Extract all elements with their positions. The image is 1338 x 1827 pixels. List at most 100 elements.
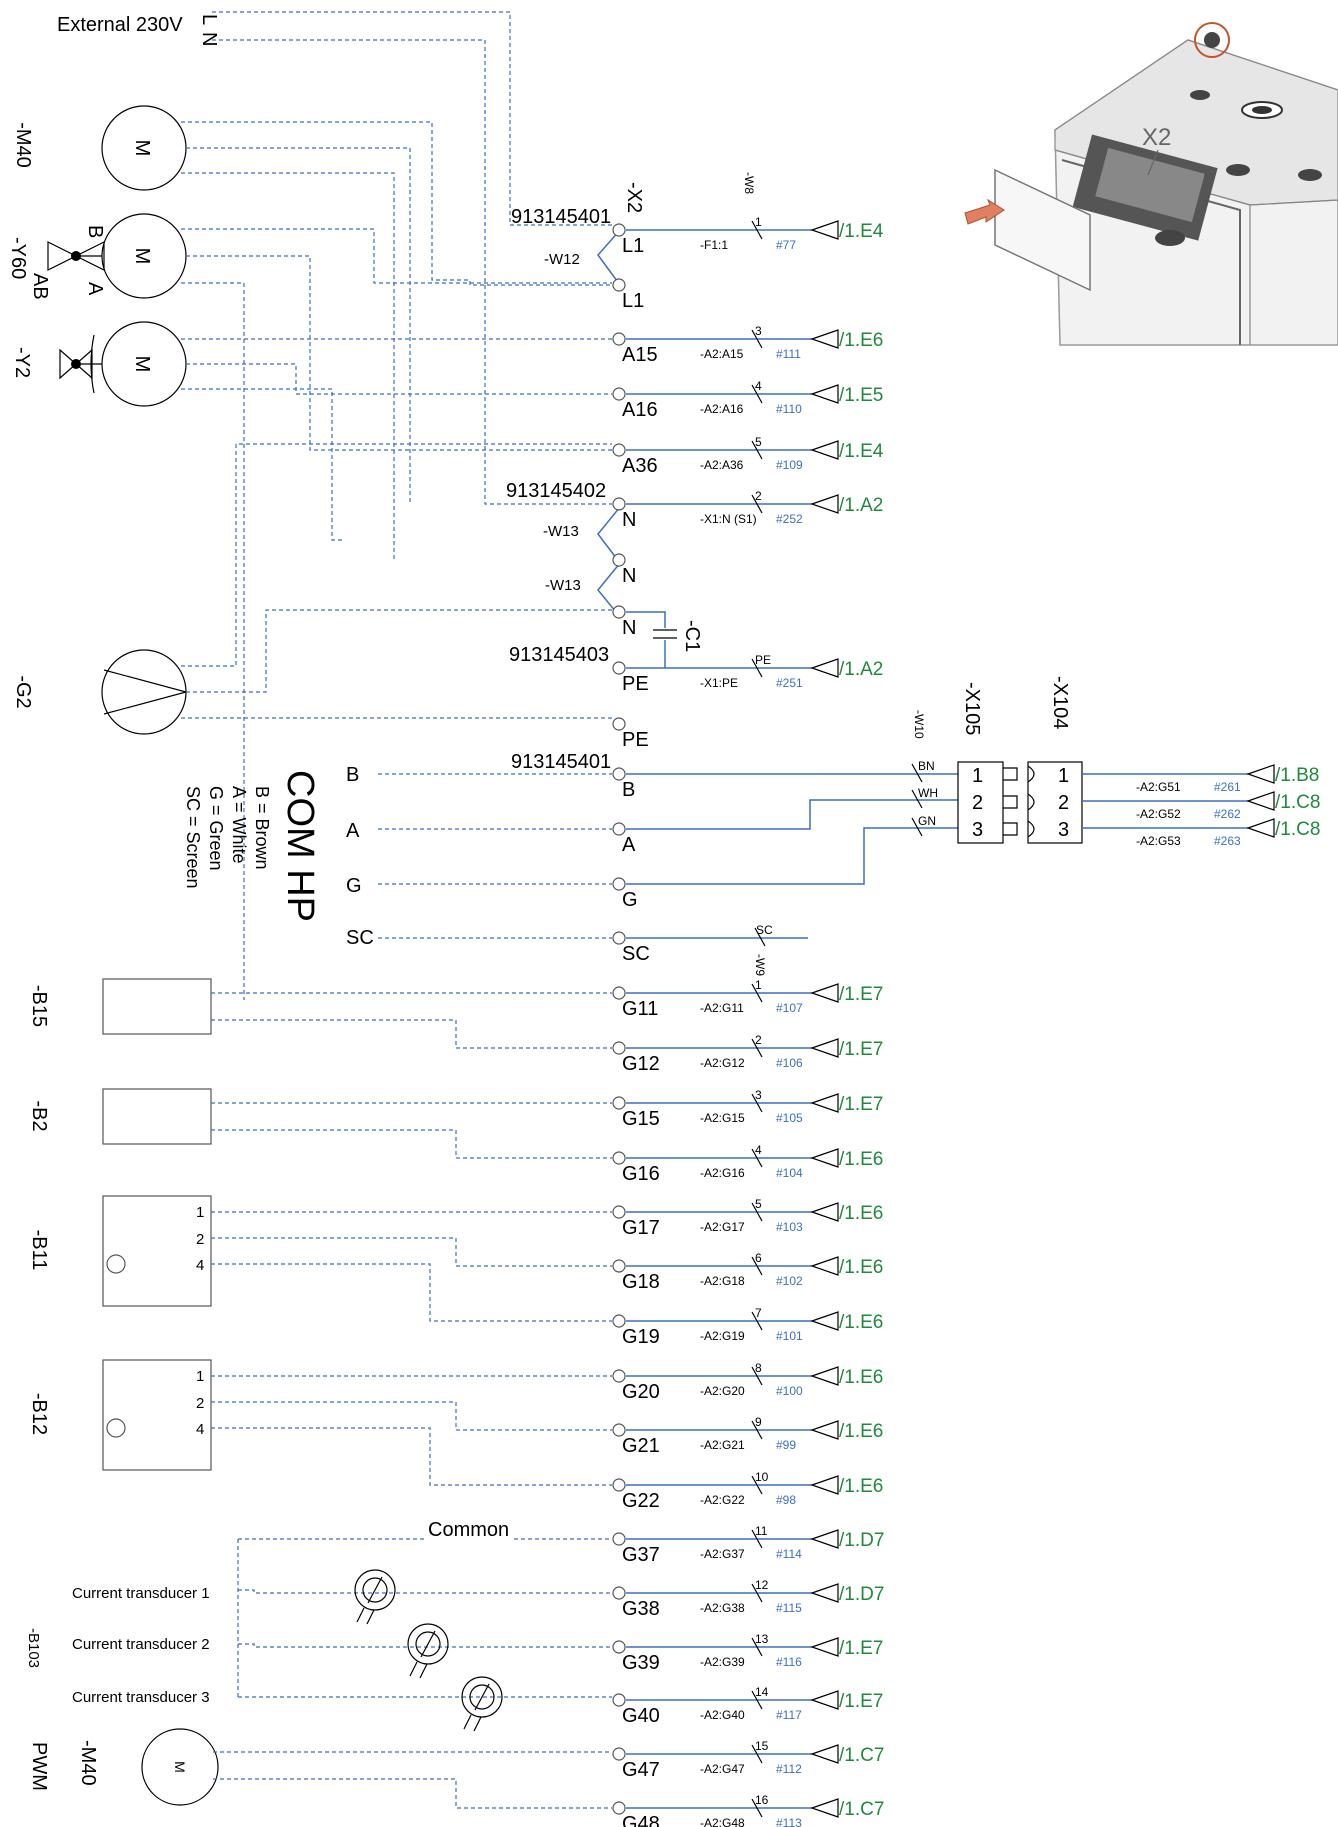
com-legend-sc: SC = Screen xyxy=(183,786,203,889)
terminal-circle xyxy=(612,1151,626,1165)
b11-sensor-dot xyxy=(106,1254,126,1274)
continuation-arrow xyxy=(810,494,839,514)
output-page-reference: /1.C8 xyxy=(1275,792,1320,813)
wire-number: 12 xyxy=(755,1578,769,1592)
wire-tick xyxy=(751,1256,763,1276)
b12-label: -B12 xyxy=(28,1393,50,1435)
wire-id: #101 xyxy=(776,1329,803,1343)
x105-pin-2: 2 xyxy=(972,792,983,814)
wire-tick xyxy=(751,1744,763,1764)
page-reference: /1.E7 xyxy=(839,1691,883,1712)
wire-tick xyxy=(751,384,763,404)
terminal-label: G15 xyxy=(622,1108,660,1130)
wire-tick xyxy=(751,1366,763,1386)
w13-jumper-1 xyxy=(597,506,621,564)
page-reference: /1.A2 xyxy=(839,495,883,516)
terminal-circle xyxy=(612,1586,626,1600)
wire-tag: -A2:G19 xyxy=(700,1329,745,1343)
output-tag: -A2:G52 xyxy=(1136,807,1181,821)
x104-connector xyxy=(1027,761,1083,844)
wire-tick xyxy=(751,1475,763,1495)
terminal-label: G38 xyxy=(622,1598,660,1620)
page-reference: /1.E4 xyxy=(839,441,884,462)
terminal-label: G47 xyxy=(622,1759,660,1781)
w9-label: -W9 xyxy=(753,954,767,976)
wire-tag: -A2:G38 xyxy=(700,1601,745,1615)
photo-x2-pointer xyxy=(1147,149,1159,176)
c1-label: -C1 xyxy=(681,620,703,652)
part-number-2: 913145402 xyxy=(506,480,606,502)
wire-number: PE xyxy=(755,653,771,667)
output-page-reference: /1.C8 xyxy=(1275,819,1320,840)
continuation-arrow xyxy=(810,440,839,460)
m40-pwm-motor-symbol xyxy=(141,1728,219,1806)
wire-tag: -A2:G47 xyxy=(700,1762,745,1776)
terminal-label: A16 xyxy=(622,399,658,421)
terminal-circle xyxy=(612,877,626,891)
continuation-arrow xyxy=(810,1202,839,1222)
page-reference: /1.E7 xyxy=(839,1039,883,1060)
wire-tag: -F1:1 xyxy=(700,238,728,252)
terminal-circle xyxy=(612,1693,626,1707)
continuation-arrow xyxy=(810,658,839,678)
wire-id: #100 xyxy=(776,1384,803,1398)
terminal-label: L1 xyxy=(622,290,644,312)
terminal-circle xyxy=(612,1640,626,1654)
b12-pin-4: 4 xyxy=(196,1421,204,1438)
terminal-label: G17 xyxy=(622,1217,660,1239)
page-reference: /1.C7 xyxy=(839,1799,884,1820)
terminal-label: SC xyxy=(622,943,650,965)
output-arrow xyxy=(1246,791,1275,811)
wire-tag: -A2:G18 xyxy=(700,1274,745,1288)
continuation-arrow xyxy=(810,1583,839,1603)
output-wire-id: #262 xyxy=(1214,807,1241,821)
wire-tick xyxy=(751,329,763,349)
terminal-circle xyxy=(612,1259,626,1273)
continuation-arrow xyxy=(810,983,839,1003)
continuation-arrow xyxy=(810,1798,839,1818)
wire-tag: -A2:A15 xyxy=(700,347,744,361)
y60-valve-dot xyxy=(71,251,81,261)
connector-jacks xyxy=(1003,765,1035,838)
wire-tag: -X1:PE xyxy=(700,676,738,690)
com-legend-a: A = White xyxy=(229,786,249,864)
page-reference: /1.E6 xyxy=(839,1367,883,1388)
b15-wire-2 xyxy=(211,1019,612,1049)
wire-id: #107 xyxy=(776,1001,803,1015)
continuation-arrow xyxy=(810,1311,839,1331)
terminal-circle xyxy=(612,278,626,292)
wire-id: #77 xyxy=(776,238,796,252)
terminal-label: A xyxy=(622,834,636,856)
wire-id: #251 xyxy=(776,676,803,690)
terminal-circle xyxy=(612,1205,626,1219)
x104-pin-2: 2 xyxy=(1058,792,1069,814)
wire-id: #111 xyxy=(776,347,801,361)
wire-tag: -X1:N (S1) xyxy=(700,512,757,526)
wire-number: 4 xyxy=(755,1143,762,1157)
wire-tick xyxy=(751,1148,763,1168)
y2-wire-2 xyxy=(186,363,612,395)
wire-tag: -A2:A16 xyxy=(700,402,744,416)
gn-color: GN xyxy=(918,814,936,828)
g2-wire-2 xyxy=(186,609,612,693)
output-page-reference: /1.B8 xyxy=(1275,765,1319,786)
wire-tick xyxy=(751,983,763,1003)
transducer-1-icon xyxy=(354,1569,396,1625)
terminal-label: N xyxy=(622,565,636,587)
part-number-4: 913145401 xyxy=(511,751,611,773)
wire-id: #113 xyxy=(776,1816,802,1827)
wire-number: 2 xyxy=(755,1033,762,1047)
terminal-circle xyxy=(612,1747,626,1761)
terminal-circle xyxy=(612,443,626,457)
w10-label: -W10 xyxy=(912,710,926,739)
x104-pin-1: 1 xyxy=(1058,765,1069,787)
m40-pwm-wire-2 xyxy=(213,1778,612,1809)
continuation-arrow xyxy=(810,1475,839,1495)
b12-sensor xyxy=(102,1359,212,1471)
b11-wire-2 xyxy=(211,1237,612,1267)
wire-tag: -A2:G37 xyxy=(700,1547,745,1561)
wire-tick xyxy=(751,1690,763,1710)
m40-wire-1 xyxy=(181,121,612,286)
wire-tick xyxy=(751,1420,763,1440)
wh-color: WH xyxy=(918,786,938,800)
